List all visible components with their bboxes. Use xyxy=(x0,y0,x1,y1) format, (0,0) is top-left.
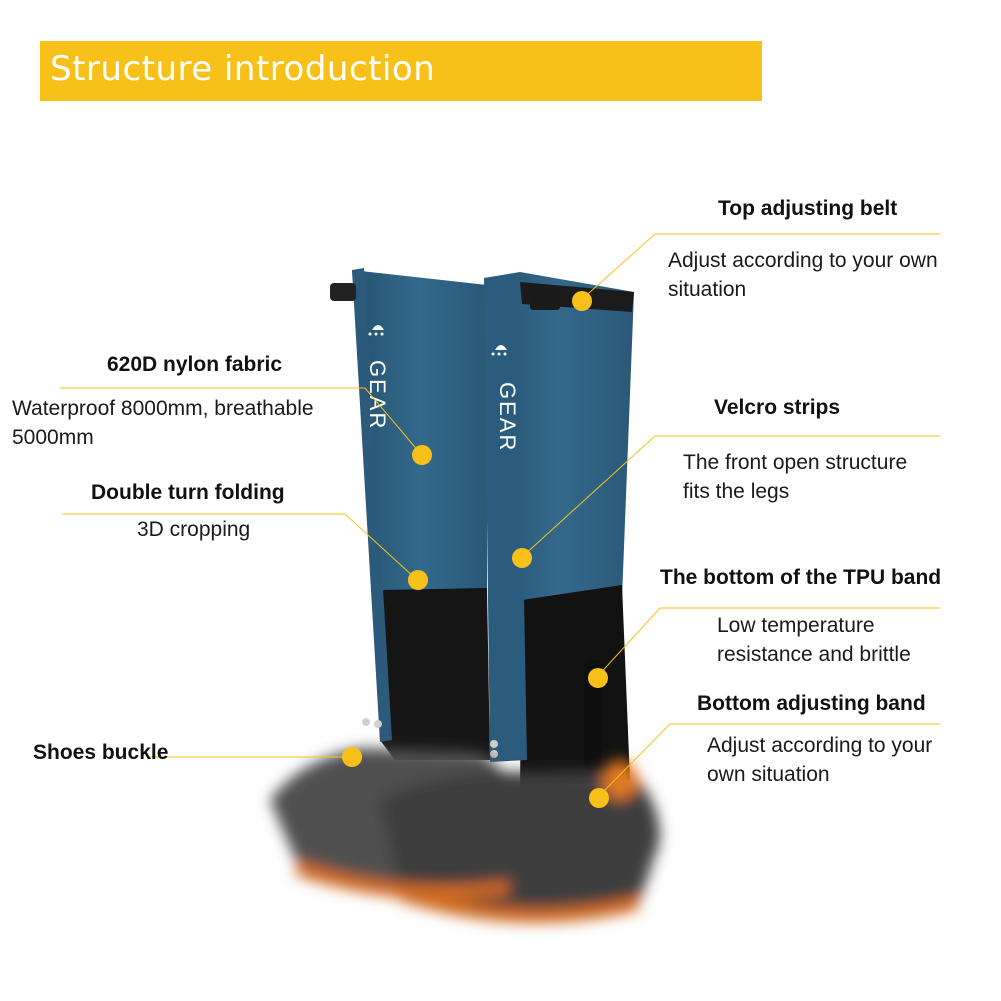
right-snap-2 xyxy=(490,750,498,758)
right-top-buckle xyxy=(530,290,560,310)
callout-desc-double-turn: 3D cropping xyxy=(137,518,251,541)
callout-markers xyxy=(342,291,609,808)
left-gaiter-front-edge xyxy=(352,268,392,742)
callout-desc-bottom-band: Adjust according to your own situation xyxy=(707,734,933,786)
left-logo-icon xyxy=(368,325,384,336)
header-banner: Structure introduction xyxy=(40,41,762,101)
left-gaiter-black-lower xyxy=(378,588,490,760)
callout-title-shoes-buckle: Shoes buckle xyxy=(33,741,169,764)
marker-bottom-band xyxy=(589,788,609,808)
left-top-strap xyxy=(330,283,356,301)
blurred-shoes xyxy=(270,748,660,923)
page-title: Structure introduction xyxy=(50,49,436,89)
callout-lines xyxy=(60,233,940,798)
marker-tpu-band xyxy=(588,668,608,688)
callout-title-nylon-fabric: 620D nylon fabric xyxy=(107,353,283,376)
right-gaiter-black-lower xyxy=(520,585,630,790)
line-nylon-fabric xyxy=(60,387,421,454)
left-gaiter: GEAR xyxy=(330,268,490,760)
callout-desc-top-adjusting-belt: Adjust according to your own situation xyxy=(668,249,938,301)
marker-velcro-strips xyxy=(512,548,532,568)
callout-title-tpu-band: The bottom of the TPU band xyxy=(660,566,942,589)
callout-desc-tpu-band: Low temperature resistance and brittle xyxy=(717,614,911,666)
line-top-adjusting-belt xyxy=(579,233,940,302)
right-velcro-flap xyxy=(484,274,527,762)
left-gaiter-blue-upper xyxy=(352,270,487,592)
callout-title-top-adjusting-belt: Top adjusting belt xyxy=(718,197,898,220)
right-snap-1 xyxy=(490,740,498,748)
right-gaiter: GEAR xyxy=(484,272,634,790)
marker-nylon-fabric xyxy=(412,445,432,465)
callout-desc-velcro-strips: The front open structure fits the legs xyxy=(683,451,908,503)
callout-desc-nylon-fabric: Waterproof 8000mm, breathable 5000mm xyxy=(12,397,314,449)
line-tpu-band xyxy=(596,607,940,678)
right-brand-text: GEAR xyxy=(495,382,520,452)
callout-title-double-turn: Double turn folding xyxy=(91,481,285,504)
left-snap-2 xyxy=(374,720,382,728)
callout-title-velcro-strips: Velcro strips xyxy=(714,396,841,419)
line-velcro-strips xyxy=(521,435,940,558)
left-snap-1 xyxy=(362,718,370,726)
marker-top-adjusting-belt xyxy=(572,291,592,311)
callout-title-bottom-band: Bottom adjusting band xyxy=(697,692,926,715)
marker-double-turn xyxy=(408,570,428,590)
marker-shoes-buckle xyxy=(342,747,362,767)
left-brand-text: GEAR xyxy=(365,360,390,430)
right-logo-icon xyxy=(491,345,507,356)
line-double-turn xyxy=(62,513,416,579)
line-bottom-band xyxy=(597,723,940,798)
